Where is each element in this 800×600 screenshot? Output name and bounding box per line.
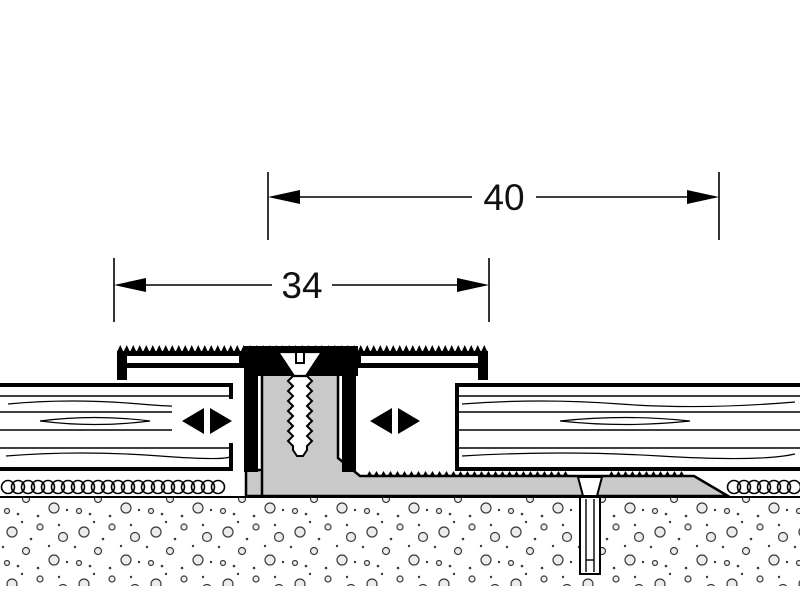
grain-line	[461, 452, 796, 460]
dimension-arrow-left-icon	[268, 190, 300, 204]
cap-end-lip-left	[117, 351, 127, 380]
grain-line	[5, 452, 232, 460]
movement-left-icon	[370, 408, 392, 434]
underlay-right	[726, 479, 800, 495]
base-rail	[260, 372, 733, 498]
base-profile	[244, 372, 733, 498]
floor-top-edge	[0, 383, 232, 387]
base-rail-serration	[608, 471, 685, 477]
grain-knot	[39, 416, 151, 426]
clamp-wall-left	[244, 372, 258, 472]
dimension-overall-width: 40	[267, 172, 720, 240]
cap-end-lip-right	[478, 351, 488, 380]
dimension-arrow-right-icon	[457, 278, 489, 292]
grain-knot	[559, 416, 691, 426]
dimension-arrow-left-icon	[114, 278, 146, 292]
concrete-fill	[0, 498, 800, 586]
underlay-left	[0, 479, 226, 495]
movement-right-icon	[398, 408, 420, 434]
floor-bottom-edge	[456, 467, 800, 471]
substrate-concrete	[0, 496, 800, 586]
fixing-screw	[275, 350, 325, 457]
cap-body-inset	[127, 356, 239, 363]
dimension-cap-width-label: 34	[281, 265, 322, 306]
cap-serration	[117, 345, 488, 352]
dimension-arrow-right-icon	[687, 190, 719, 204]
grain-line	[461, 400, 796, 408]
screw-thread	[286, 375, 314, 457]
floor-top-edge	[456, 383, 800, 387]
anchor-dowel	[579, 496, 601, 575]
cap-body-inset	[361, 356, 479, 363]
dowel-countersunk-head	[576, 476, 604, 497]
base-rail-serration	[366, 471, 569, 477]
movement-left-icon	[182, 408, 204, 434]
clamp-wall-right	[342, 372, 356, 472]
dimension-overall-width-label: 40	[483, 177, 524, 218]
flooring-right	[455, 383, 800, 471]
movement-symbols	[172, 399, 426, 443]
screw-slot	[295, 351, 305, 364]
floor-bottom-edge	[0, 467, 232, 471]
dimension-cap-width: 34	[113, 258, 490, 322]
movement-right-icon	[210, 408, 232, 434]
dowel-body	[579, 496, 601, 575]
floor-end-edge	[455, 383, 459, 471]
